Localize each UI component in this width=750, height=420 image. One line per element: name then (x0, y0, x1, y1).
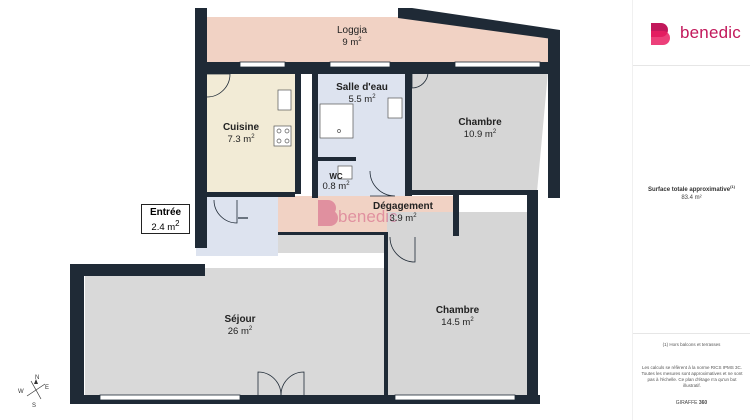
watermark-text: benedic (338, 207, 398, 226)
toilet (337, 165, 353, 180)
room-label-salle-eau: Salle d'eau 5.5 m2 (336, 82, 388, 105)
sidebar: benedic Surface totale approximative(1) … (633, 0, 750, 420)
washbasin (387, 97, 403, 119)
compass: N E W S (18, 375, 49, 409)
total-area-label: Surface totale approximative(1) (648, 184, 735, 193)
brand-mark-icon (651, 23, 670, 45)
compass-e: E (45, 385, 49, 391)
shower (319, 103, 354, 139)
windows (99, 61, 541, 401)
credit: GIRAFFE 360 (675, 400, 708, 406)
compass-w: W (18, 389, 24, 395)
compass-s: S (32, 403, 36, 409)
brand-logo: benedic (647, 20, 747, 46)
compass-n: N (35, 375, 39, 381)
floor-plan: benedic N E W S (18, 8, 560, 409)
room-label-cuisine: Cuisine 7.3 m2 (222, 122, 260, 145)
total-area-value: 83.4 m² (681, 195, 702, 201)
doors (206, 71, 429, 396)
divider (633, 65, 750, 66)
fixtures (273, 89, 403, 180)
chambre-2-area (387, 212, 527, 398)
watermark: benedic (318, 200, 398, 226)
chambre-1-area (412, 72, 548, 192)
room-label-chambre-1: Chambre 10.9 m2 (458, 117, 502, 140)
room-label-chambre-2: Chambre 14.5 m2 (435, 305, 480, 328)
brand-name: benedic (680, 23, 741, 42)
room-label-wc: WC 0.8 m2 (322, 172, 350, 193)
divider (633, 333, 750, 334)
corridor-area (278, 233, 388, 253)
sidebar-divider (632, 0, 633, 420)
stove (273, 125, 292, 147)
room-label-sejour: Séjour 26 m2 (224, 314, 256, 337)
room-label-degagement: Dégagement 3.9 m2 (372, 201, 433, 224)
sejour-area (85, 268, 387, 398)
room-label-entree: Entrée 2.4 m2 (141, 204, 190, 234)
room-label-loggia: Loggia 9 m2 (336, 25, 368, 48)
loggia-area (205, 17, 560, 63)
sink (277, 89, 292, 111)
disclaimer: Les calculs se réfèrent à la norme RICS … (641, 365, 743, 389)
footnote: (1) Hors balcons et terrasses (662, 342, 721, 347)
